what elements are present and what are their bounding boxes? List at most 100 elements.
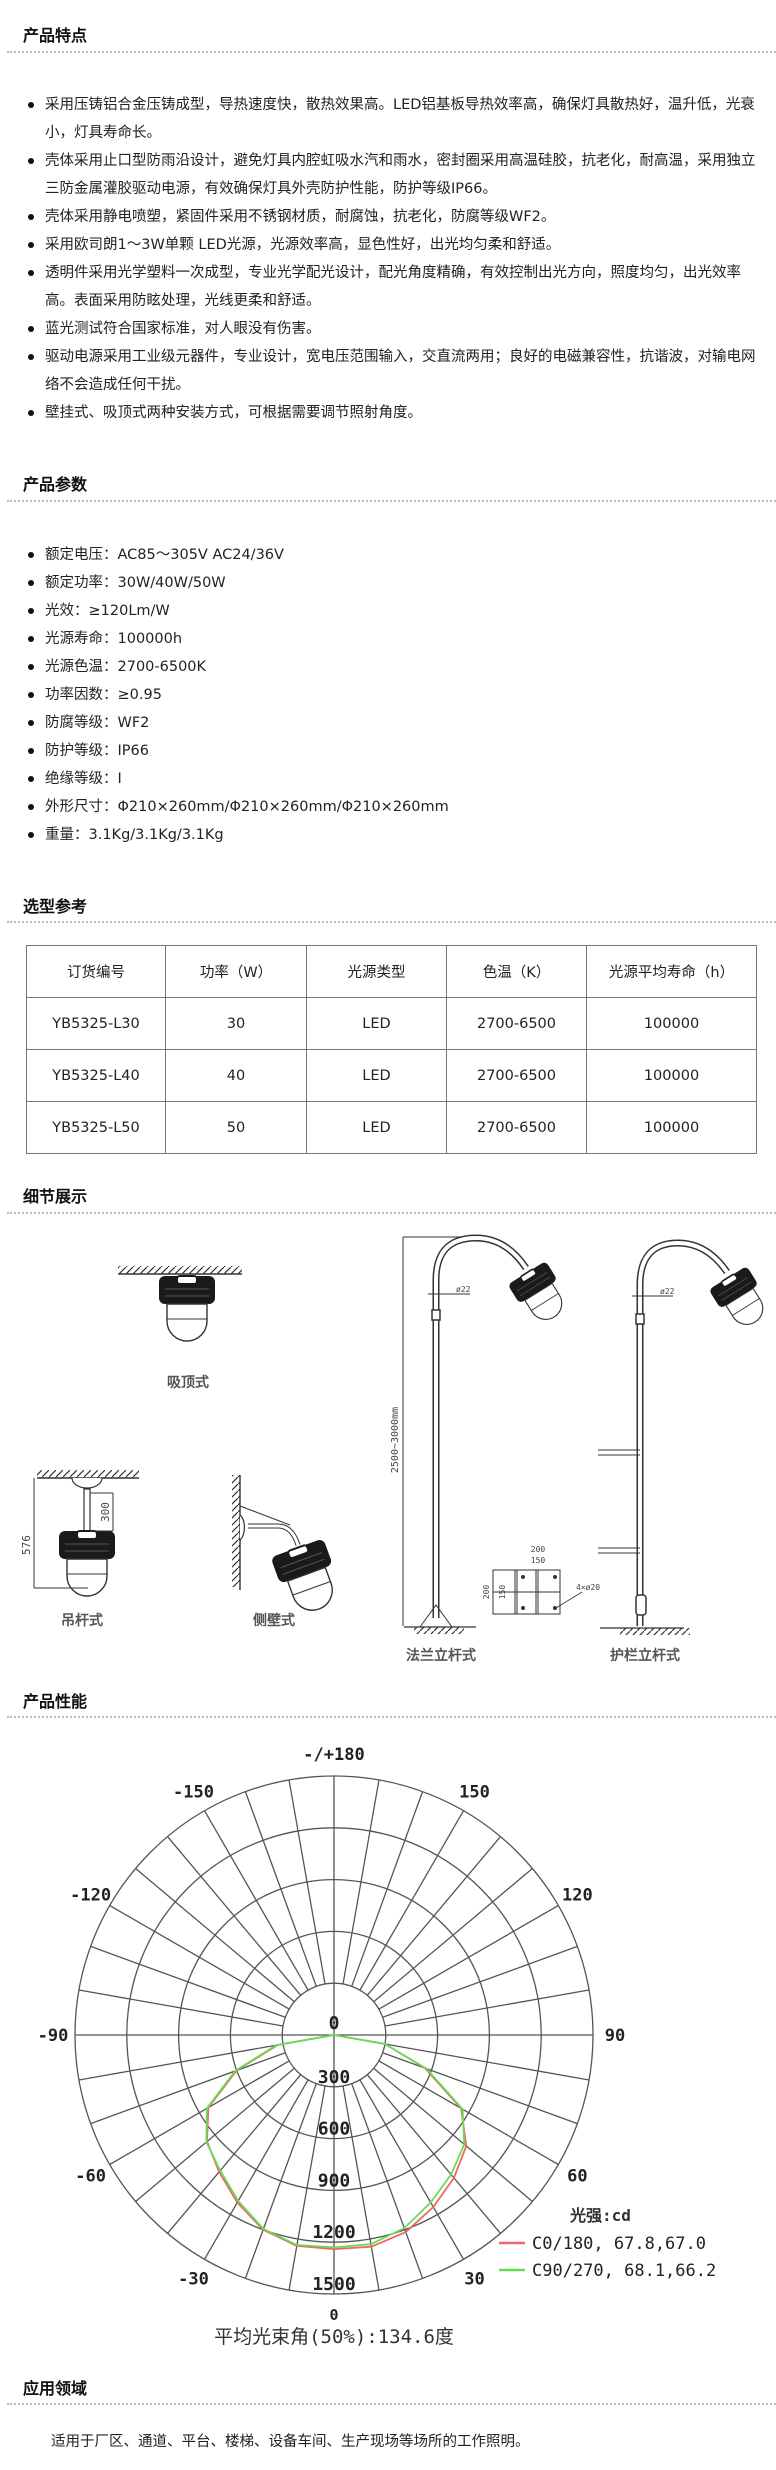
list-item: 透明件采用光学塑料一次成型，专业光学配光设计，配光角度精确，有效控制出光方向，照… <box>25 259 765 315</box>
flange-pole-drawing <box>402 1234 583 1634</box>
polar-spoke <box>351 2083 424 2279</box>
list-item: 壁挂式、吸顶式两种安装方式，可根据需要调节照射角度。 <box>25 399 765 427</box>
table-cell: 40 <box>165 1049 307 1102</box>
table-cell: 100000 <box>586 1049 757 1102</box>
polar-spoke <box>109 2060 290 2166</box>
section-divider <box>7 2403 776 2405</box>
radial-tick-label: 600 <box>318 2119 351 2140</box>
table-header-row: 订货编号 功率（W） 光源类型 色温（K） 光源平均寿命（h） <box>26 945 757 998</box>
section-title-application: 应用领域 <box>23 2379 88 2398</box>
angle-label: 30 <box>464 2269 484 2289</box>
polar-series <box>205 2034 468 2251</box>
legend-unit-label: 光强:cd <box>569 2206 631 2225</box>
polar-spoke <box>167 2074 302 2234</box>
dim-plate-inner-w: 150 <box>531 1556 546 1565</box>
polar-spoke <box>288 2085 326 2291</box>
table-row: YB5325-L50 50 LED 2700-6500 100000 <box>26 1101 757 1154</box>
angle-label: -90 <box>38 2026 69 2046</box>
dim-pipe-dia-2: ø22 <box>660 1287 675 1296</box>
label-ceiling: 吸顶式 <box>167 1374 209 1391</box>
list-item: 光效：≥120Lm/W <box>25 597 765 625</box>
radial-tick-label: 300 <box>318 2067 351 2088</box>
table-header-cell: 色温（K） <box>446 945 587 998</box>
list-item: 外形尺寸：Φ210×260mm/Φ210×260mm/Φ210×260mm <box>25 793 765 821</box>
section-title-performance: 产品性能 <box>23 1692 88 1711</box>
list-item: 额定电压：AC85～305V AC24/36V <box>25 541 765 569</box>
polar-spoke <box>384 2043 590 2081</box>
table-cell: 50 <box>165 1101 307 1154</box>
polar-spoke <box>90 1945 286 2018</box>
list-item: 驱动电源采用工业级元器件，专业设计，宽电压范围输入，交直流两用；良好的电磁兼容性… <box>25 343 765 399</box>
table-cell: 2700-6500 <box>446 1101 587 1154</box>
table-row: YB5325-L30 30 LED 2700-6500 100000 <box>26 997 757 1050</box>
polar-spoke <box>135 2067 295 2202</box>
polar-spoke <box>366 2074 501 2234</box>
section-title-params: 产品参数 <box>23 475 88 494</box>
polar-spoke <box>373 2067 533 2202</box>
table-cell: 2700-6500 <box>446 997 587 1050</box>
polar-spoke <box>359 1810 465 1991</box>
dim-holes: 4×ø20 <box>576 1583 600 1592</box>
radial-tick-label: 900 <box>318 2170 351 2191</box>
table-header-cell: 光源类型 <box>306 945 447 998</box>
table-cell: 100000 <box>586 997 757 1050</box>
radial-tick-label: 1500 <box>312 2274 355 2295</box>
polar-spoke <box>382 1945 578 2018</box>
polar-spoke <box>359 2079 465 2260</box>
pendant-mount-drawing <box>33 1470 139 1597</box>
polar-spoke <box>373 1868 533 2003</box>
selection-table: 订货编号 功率（W） 光源类型 色温（K） 光源平均寿命（h） YB5325-L… <box>26 945 757 1154</box>
angle-label: 60 <box>567 2167 587 2187</box>
polar-spoke <box>78 1989 284 2027</box>
angle-label: 150 <box>459 1783 490 1803</box>
table-cell: 2700-6500 <box>446 1049 587 1102</box>
application-text: 适用于厂区、通道、平台、楼梯、设备车间、生产现场等场所的工作照明。 <box>51 2434 530 2450</box>
section-title-selection: 选型参考 <box>23 897 88 916</box>
polar-spoke <box>244 2083 317 2279</box>
section-divider <box>7 51 776 53</box>
guardrail-pole-drawing <box>598 1239 775 1635</box>
dim-plate-inner-h: 150 <box>498 1585 507 1600</box>
section-divider <box>7 1716 776 1718</box>
polar-spoke <box>288 1779 326 1985</box>
dim-pendant-rod: 300 <box>99 1502 112 1522</box>
angle-label: -30 <box>178 2269 209 2289</box>
ceiling-mount-drawing <box>118 1266 242 1342</box>
polar-spoke <box>384 1989 590 2027</box>
list-item: 防腐等级：WF2 <box>25 709 765 737</box>
wall-mount-drawing <box>232 1475 347 1620</box>
table-row: YB5325-L40 40 LED 2700-6500 100000 <box>26 1049 757 1102</box>
table-cell: 30 <box>165 997 307 1050</box>
list-item: 壳体采用止口型防雨沿设计，避免灯具内腔虹吸水汽和雨水，密封圈采用高温硅胶，抗老化… <box>25 147 765 203</box>
angle-label: -/+180 <box>303 1745 364 1765</box>
radial-tick-label: 0 <box>329 2013 340 2034</box>
table-cell: YB5325-L30 <box>26 997 166 1050</box>
dim-plate-outer-h: 200 <box>482 1585 491 1600</box>
label-wall: 侧壁式 <box>253 1612 295 1629</box>
list-item: 额定功率：30W/40W/50W <box>25 569 765 597</box>
polar-spoke <box>382 2052 578 2125</box>
table-cell: LED <box>306 1101 447 1154</box>
section-divider <box>7 1212 776 1214</box>
installation-drawings: 吸顶式 576 300 吊杆式 侧壁式 <box>20 1234 775 1664</box>
table-cell: 100000 <box>586 1101 757 1154</box>
angle-label: 0 <box>329 2306 338 2324</box>
polar-spoke <box>203 1810 309 1991</box>
polar-spoke <box>203 2079 309 2260</box>
angle-label: 90 <box>605 2026 625 2046</box>
label-guardrail-pole: 护栏立杆式 <box>610 1647 680 1664</box>
table-cell: YB5325-L40 <box>26 1049 166 1102</box>
list-item: 重量：3.1Kg/3.1Kg/3.1Kg <box>25 821 765 849</box>
angle-label: -150 <box>173 1783 214 1803</box>
section-title-details: 细节展示 <box>23 1187 88 1206</box>
dim-pipe-dia: ø22 <box>456 1285 471 1294</box>
angle-label: -60 <box>75 2167 106 2187</box>
beam-angle-caption: 平均光束角(50%):134.6度 <box>214 2326 454 2348</box>
table-cell: LED <box>306 1049 447 1102</box>
list-item: 采用压铸铝合金压铸成型，导热速度快，散热效果高。LED铝基板导热效率高，确保灯具… <box>25 91 765 147</box>
polar-spoke <box>109 1904 290 2010</box>
polar-spoke <box>342 2085 380 2291</box>
polar-spoke <box>167 1836 302 1996</box>
